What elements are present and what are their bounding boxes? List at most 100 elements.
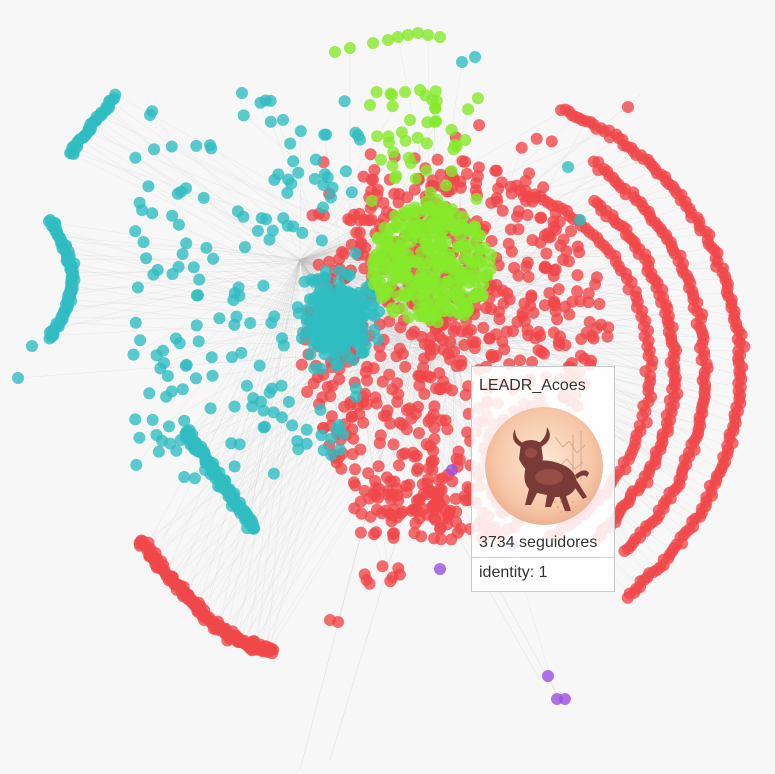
green-community-node[interactable] — [477, 278, 490, 291]
teal-community-node[interactable] — [204, 402, 217, 415]
red-community-node[interactable] — [354, 526, 367, 539]
red-community-node[interactable] — [408, 183, 421, 196]
teal-community-node[interactable] — [148, 143, 160, 156]
teal-community-node[interactable] — [347, 327, 360, 340]
red-community-node[interactable] — [485, 196, 498, 209]
teal-community-node[interactable] — [308, 172, 321, 185]
teal-community-node[interactable] — [192, 335, 205, 348]
teal-community-node[interactable] — [193, 273, 206, 286]
teal-community-node[interactable] — [286, 419, 299, 432]
red-community-node[interactable] — [483, 332, 496, 345]
teal-community-node[interactable] — [263, 386, 276, 399]
teal-community-node[interactable] — [342, 350, 354, 363]
red-community-node[interactable] — [371, 503, 383, 516]
red-community-node[interactable] — [559, 339, 572, 352]
teal-community-node[interactable] — [304, 348, 317, 361]
red-community-node[interactable] — [521, 209, 534, 221]
red-community-node[interactable] — [521, 256, 534, 269]
teal-community-node[interactable] — [137, 236, 150, 249]
red-community-node[interactable] — [446, 475, 459, 488]
green-community-node[interactable] — [442, 275, 455, 288]
red-community-node[interactable] — [370, 481, 383, 494]
green-community-node[interactable] — [376, 292, 389, 304]
red-community-node[interactable] — [601, 330, 614, 343]
green-community-node[interactable] — [445, 123, 458, 136]
teal-community-node[interactable] — [244, 317, 257, 329]
red-community-node[interactable] — [551, 313, 564, 326]
red-community-node[interactable] — [437, 343, 450, 356]
green-community-node[interactable] — [364, 99, 376, 111]
red-community-node[interactable] — [571, 285, 584, 298]
red-community-node[interactable] — [523, 167, 536, 180]
teal-community-node[interactable] — [235, 346, 248, 359]
red-community-node[interactable] — [490, 164, 503, 177]
teal-community-node[interactable] — [340, 165, 352, 178]
green-community-node[interactable] — [404, 114, 416, 126]
red-community-node[interactable] — [505, 245, 518, 258]
red-community-node[interactable] — [350, 226, 363, 239]
teal-community-node[interactable] — [292, 166, 305, 179]
teal-community-node[interactable] — [158, 357, 170, 369]
green-community-node[interactable] — [409, 204, 422, 217]
red-community-node[interactable] — [542, 231, 555, 244]
red-community-node[interactable] — [547, 270, 560, 282]
green-community-node[interactable] — [382, 34, 394, 46]
teal-community-node[interactable] — [207, 252, 220, 265]
green-community-node[interactable] — [391, 216, 403, 229]
teal-community-node[interactable] — [142, 180, 155, 193]
green-community-node[interactable] — [462, 103, 475, 116]
green-community-node[interactable] — [449, 139, 461, 151]
teal-community-node[interactable] — [268, 310, 281, 323]
red-community-node[interactable] — [325, 410, 338, 423]
red-community-node[interactable] — [466, 336, 479, 348]
green-community-node[interactable] — [402, 29, 414, 41]
teal-community-node[interactable] — [228, 400, 241, 413]
red-community-node[interactable] — [324, 390, 337, 403]
red-community-node[interactable] — [534, 211, 547, 224]
green-community-node[interactable] — [344, 42, 356, 54]
red-community-node[interactable] — [405, 412, 418, 425]
red-community-node[interactable] — [372, 491, 385, 504]
red-community-node[interactable] — [333, 253, 345, 266]
red-community-node[interactable] — [393, 188, 406, 201]
green-community-node[interactable] — [382, 130, 395, 143]
red-community-node[interactable] — [498, 343, 511, 356]
teal-community-node[interactable] — [300, 437, 313, 450]
red-community-node[interactable] — [455, 355, 468, 367]
teal-community-node[interactable] — [331, 316, 344, 329]
red-community-node[interactable] — [392, 494, 405, 507]
red-community-node[interactable] — [394, 416, 406, 429]
red-community-node[interactable] — [454, 522, 467, 535]
teal-community-node[interactable] — [133, 431, 146, 444]
red-community-node[interactable] — [354, 443, 367, 456]
teal-community-node[interactable] — [321, 281, 334, 294]
teal-community-node[interactable] — [187, 261, 200, 274]
teal-community-node[interactable] — [199, 464, 212, 476]
teal-community-node[interactable] — [345, 186, 358, 199]
red-community-node[interactable] — [595, 318, 608, 331]
red-community-node[interactable] — [362, 467, 375, 480]
teal-community-node[interactable] — [368, 324, 381, 336]
green-community-node[interactable] — [378, 233, 391, 246]
green-community-node[interactable] — [422, 29, 434, 41]
red-community-node[interactable] — [403, 402, 416, 415]
teal-community-node[interactable] — [236, 87, 248, 99]
red-community-node[interactable] — [422, 415, 435, 428]
green-community-node[interactable] — [474, 244, 487, 257]
teal-community-node[interactable] — [333, 443, 346, 456]
green-community-node[interactable] — [414, 84, 426, 96]
red-community-node[interactable] — [386, 571, 399, 584]
red-community-node[interactable] — [547, 215, 560, 228]
red-community-node[interactable] — [405, 328, 418, 341]
teal-community-node[interactable] — [172, 218, 185, 231]
red-community-node[interactable] — [301, 385, 314, 398]
green-community-node[interactable] — [462, 252, 475, 265]
teal-community-node[interactable] — [129, 316, 142, 329]
teal-community-node[interactable] — [284, 137, 297, 150]
red-community-node[interactable] — [526, 356, 538, 369]
red-community-node[interactable] — [391, 395, 404, 408]
red-community-node[interactable] — [413, 427, 425, 439]
green-community-node[interactable] — [470, 289, 483, 302]
green-community-node[interactable] — [412, 27, 424, 39]
green-community-node[interactable] — [436, 285, 449, 298]
